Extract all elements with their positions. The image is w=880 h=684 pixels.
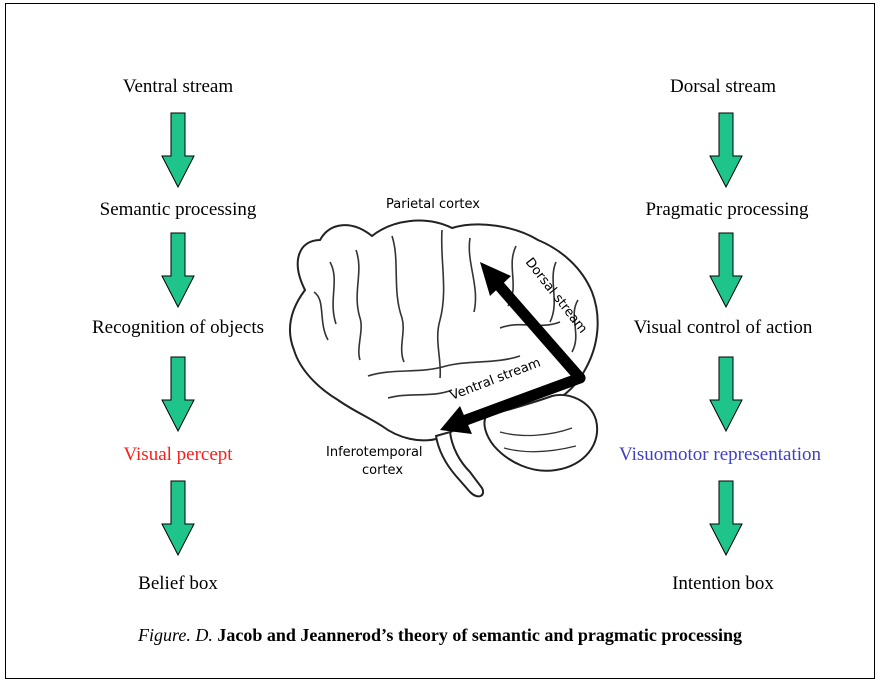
figure-caption: Figure. D. Jacob and Jeannerod’s theory … [0, 625, 880, 646]
down-arrow-icon [161, 112, 195, 188]
down-arrow-icon [161, 356, 195, 432]
visual-control-of-action-label: Visual control of action [633, 317, 813, 338]
semantic-processing-label: Semantic processing [99, 199, 257, 220]
visual-percept-label: Visual percept [123, 444, 233, 465]
brain-illustration: Parietal cortex Inferotemporal cortex Do… [288, 197, 599, 498]
down-arrow-icon [709, 356, 743, 432]
down-arrow-icon [709, 232, 743, 308]
figure-caption-prefix: Figure. D. [138, 625, 213, 645]
belief-box-label: Belief box [138, 573, 218, 594]
down-arrow-icon [709, 112, 743, 188]
intention-box-label: Intention box [672, 573, 774, 594]
inferotemporal-label-line2: cortex [362, 463, 403, 478]
down-arrow-icon [709, 480, 743, 556]
dorsal-stream-label: Dorsal stream [669, 76, 777, 97]
visuomotor-representation-label: Visuomotor representation [618, 444, 822, 465]
ventral-stream-label: Ventral stream [122, 76, 234, 97]
inferotemporal-label-line1: Inferotemporal [326, 445, 423, 460]
down-arrow-icon [161, 232, 195, 308]
figure-caption-title: Jacob and Jeannerod’s theory of semantic… [217, 625, 742, 645]
parietal-cortex-label: Parietal cortex [386, 197, 480, 212]
recognition-of-objects-label: Recognition of objects [91, 317, 265, 338]
figure-frame [5, 3, 875, 679]
down-arrow-icon [161, 480, 195, 556]
pragmatic-processing-label: Pragmatic processing [645, 199, 809, 220]
